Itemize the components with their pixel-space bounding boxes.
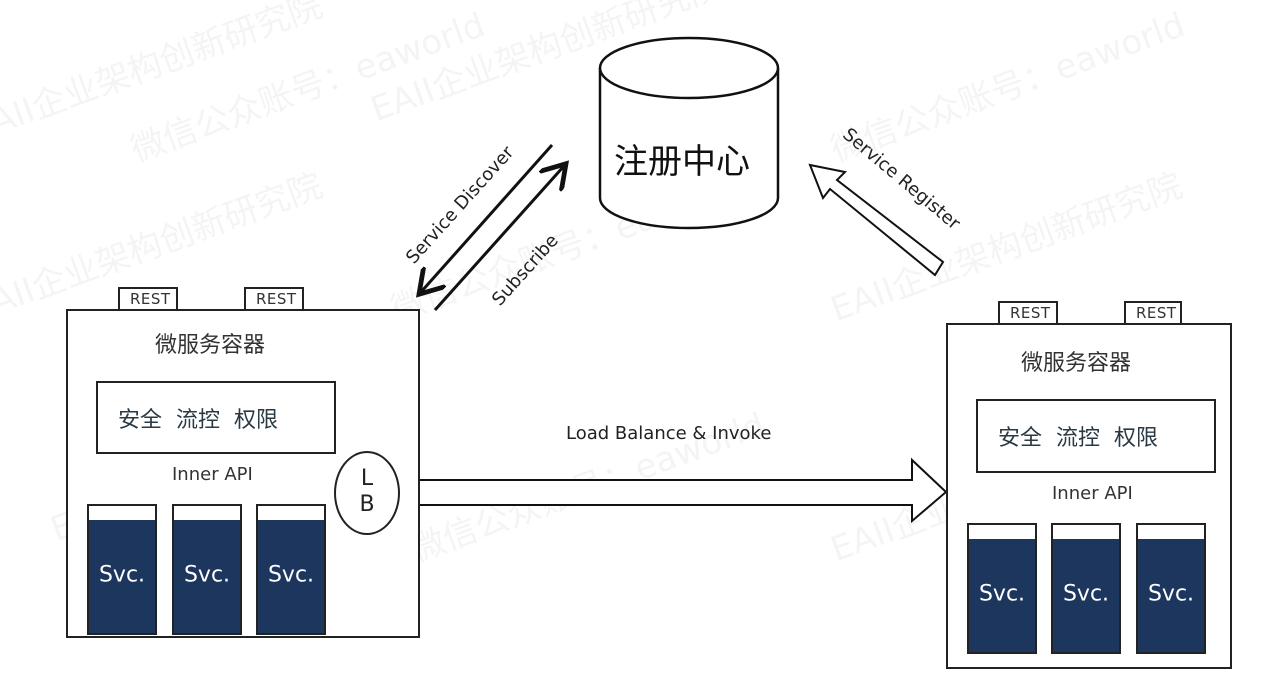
service-label: Svc.: [1147, 581, 1195, 606]
policy-flow-control: 流控: [176, 407, 221, 433]
left-rest-tab: REST: [244, 287, 304, 309]
right-service-block: Svc.: [967, 523, 1037, 654]
registry-label: 注册中心: [614, 142, 750, 182]
right-policy-box: 安全 流控 权限: [976, 399, 1216, 473]
lb-letter: L: [360, 466, 374, 491]
registry-cylinder: [598, 36, 780, 230]
right-rest-tab: REST: [998, 301, 1058, 323]
service-discover-arrow: [421, 144, 554, 292]
policy-security: 安全: [118, 407, 163, 433]
left-service-block: Svc.: [87, 504, 157, 635]
load-balance-label: Load Balance & Invoke: [566, 423, 772, 444]
service-label: Svc.: [978, 581, 1026, 606]
service-label: Svc.: [183, 562, 231, 587]
right-container-title: 微服务容器: [1021, 351, 1132, 376]
subscribe-arrow: [433, 166, 564, 312]
left-container-title: 微服务容器: [155, 333, 266, 358]
service-label: Svc.: [98, 562, 146, 587]
left-service-block: Svc.: [172, 504, 242, 635]
right-rest-tab: REST: [1124, 301, 1182, 323]
left-policy-box: 安全 流控 权限: [96, 381, 336, 454]
service-label: Svc.: [1062, 581, 1110, 606]
load-balancer-node: L B: [334, 451, 400, 535]
policy-security: 安全: [998, 426, 1043, 451]
left-inner-api-label: Inner API: [172, 464, 253, 485]
policy-permission: 权限: [1114, 426, 1159, 451]
policy-flow-control: 流控: [1056, 426, 1101, 451]
lb-letter: B: [359, 492, 375, 517]
left-service-block: Svc.: [256, 504, 326, 635]
load-balance-arrow: [397, 457, 948, 524]
service-label: Svc.: [267, 562, 315, 587]
policy-permission: 权限: [234, 407, 279, 433]
left-rest-tab: REST: [118, 287, 178, 309]
service-register-arrow: [808, 163, 945, 277]
right-service-block: Svc.: [1136, 523, 1206, 654]
right-inner-api-label: Inner API: [1052, 483, 1133, 504]
right-service-block: Svc.: [1051, 523, 1121, 654]
